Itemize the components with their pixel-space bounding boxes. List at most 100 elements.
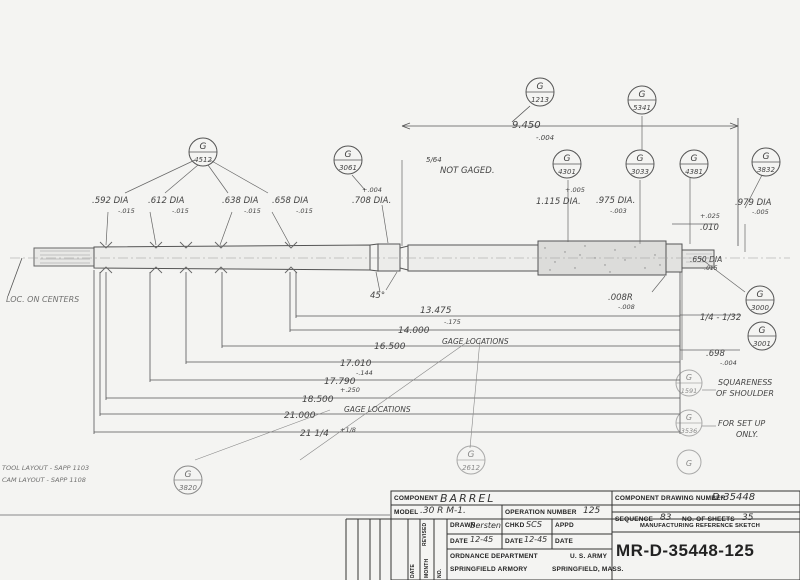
- balloon-number: 2612: [462, 464, 480, 472]
- dim-650: .650 DIA: [690, 255, 722, 264]
- balloon-3536: G 3536: [675, 409, 703, 437]
- dim-638: .638 DIA: [222, 196, 259, 206]
- dim-612: .612 DIA: [148, 196, 185, 206]
- balloon-number: 3536: [681, 427, 698, 435]
- left-notes: TOOL LAYOUT - SAPP 1103 CAM LAYOUT - SAP…: [2, 295, 89, 484]
- dim-650-tol: -.015: [702, 265, 718, 272]
- balloon-number: 4301: [558, 168, 576, 176]
- length-label: 18.500: [302, 395, 334, 405]
- dim-612-tol: -.015: [172, 207, 189, 215]
- balloon-g: G: [759, 326, 766, 336]
- length-tol: -.144: [356, 369, 373, 377]
- misc-dims: 5/64 NOT GAGED. 9.450 -.004 +.025 .010 .…: [370, 120, 741, 367]
- balloon-3000: G 3000: [745, 285, 775, 315]
- note-of-shoulder: OF SHOULDER: [716, 389, 774, 398]
- length-label: 21 1/4: [300, 429, 329, 439]
- balloon-g: G: [639, 90, 646, 100]
- length-label: 14.000: [398, 326, 430, 336]
- balloon-number: 4512: [194, 156, 212, 164]
- balloon-g: G: [686, 459, 692, 468]
- not-gaged-frac: 5/64: [426, 156, 442, 164]
- dim-plus-025: +.025: [700, 212, 720, 220]
- length-label: 17.010: [340, 359, 372, 369]
- gage-location-leaders: [194, 339, 481, 461]
- diameter-labels: .592 DIA -.015 .612 DIA -.015 .638 DIA -…: [92, 186, 772, 272]
- balloon-g: G: [200, 142, 207, 152]
- title-block-frame: [0, 490, 800, 580]
- dim-979: .979 DIA: [735, 198, 772, 208]
- balloon-g: G: [686, 373, 692, 382]
- note-tool-layout: TOOL LAYOUT - SAPP 1103: [2, 464, 89, 472]
- balloon-number: 5341: [633, 104, 651, 112]
- dim-638-tol: -.015: [244, 207, 261, 215]
- length-label: 17.790: [324, 377, 356, 387]
- balloon-3033: G 3033: [625, 149, 655, 179]
- gage-locations-label: GAGE LOCATIONS: [344, 405, 411, 414]
- balloon-g: G: [537, 82, 544, 92]
- balloon-g: G: [763, 152, 770, 162]
- balloon-g: G: [637, 154, 644, 164]
- dim-975: .975 DIA.: [596, 196, 635, 206]
- balloon-2612: G 2612: [456, 445, 486, 475]
- dim-975-tol: -.003: [610, 207, 627, 215]
- length-labels: 13.475 -.175 14.000 16.500 GAGE LOCATION…: [284, 306, 509, 439]
- dim-592-tol: -.015: [118, 207, 135, 215]
- dim-658-tol: -.015: [296, 207, 313, 215]
- balloon-number: 3001: [753, 340, 771, 348]
- gage-locations-label: GAGE LOCATIONS: [442, 337, 509, 346]
- balloon-g: G: [564, 154, 571, 164]
- balloon-4381: G 4381: [679, 149, 709, 179]
- gage-marks: [99, 241, 298, 274]
- dim-010: .010: [700, 223, 719, 233]
- balloon-3820: G 3820: [173, 465, 203, 495]
- dim-658: .658 DIA: [272, 196, 309, 206]
- dim-9450: 9.450: [512, 120, 541, 131]
- note-squareness: SQUARENESS: [718, 378, 772, 387]
- dim-708-plus: +.004: [362, 186, 382, 194]
- dim-698-tol: -.004: [720, 359, 737, 367]
- note-for-setup: FOR SET UP: [718, 419, 765, 428]
- dim-979-tol: -.005: [752, 208, 769, 216]
- balloon-4301: G 4301: [552, 149, 582, 179]
- dim-radius: .008R: [608, 293, 633, 303]
- balloon-number: 3832: [757, 166, 775, 174]
- balloon-number: 1213: [531, 96, 549, 104]
- balloon-number: 1591: [681, 387, 698, 395]
- balloon-g: G: [185, 470, 192, 480]
- note-loc-centers: LOC. ON CENTERS: [6, 295, 79, 304]
- balloon-g: G: [691, 154, 698, 164]
- leaders-4512: [105, 159, 291, 246]
- balloon-number: 4381: [685, 168, 703, 176]
- dim-quarter: 1/4 - 1/32: [700, 313, 741, 323]
- dim-radius-tol: -.008: [618, 303, 635, 311]
- balloon-4512: G 4512: [188, 137, 218, 167]
- balloon-number: 3000: [751, 304, 769, 312]
- length-label: 21.000: [284, 411, 316, 421]
- balloon-number: 3820: [179, 484, 197, 492]
- balloon-blank: G: [676, 449, 702, 475]
- loc-centers-leader: [7, 257, 23, 297]
- length-label: 16.500: [374, 342, 406, 352]
- dim-angle: 45°: [370, 291, 385, 301]
- dim-9450: [401, 105, 739, 246]
- dim-592: .592 DIA: [92, 196, 129, 206]
- balloon-3001: G 3001: [747, 321, 777, 351]
- length-tol: -.175: [444, 318, 461, 326]
- dim-1115: 1.115 DIA.: [536, 197, 581, 207]
- balloon-5341: G 5341: [627, 85, 657, 115]
- note-cam-layout: CAM LAYOUT - SAPP 1108: [2, 476, 86, 484]
- length-tol: +1/8: [340, 426, 356, 434]
- length-tol: +.250: [340, 386, 360, 394]
- dim-698: .698: [706, 349, 726, 359]
- length-label: 13.475: [420, 306, 452, 316]
- leaders-3061: [351, 160, 403, 293]
- chamber-stipple: [544, 242, 661, 273]
- not-gaged: NOT GAGED.: [440, 166, 495, 176]
- balloon-1213: G 1213: [525, 77, 555, 107]
- balloon-g: G: [686, 413, 692, 422]
- right-notes: SQUARENESS OF SHOULDER FOR SET UP ONLY.: [702, 378, 774, 439]
- dim-708: .708 DIA.: [352, 196, 391, 206]
